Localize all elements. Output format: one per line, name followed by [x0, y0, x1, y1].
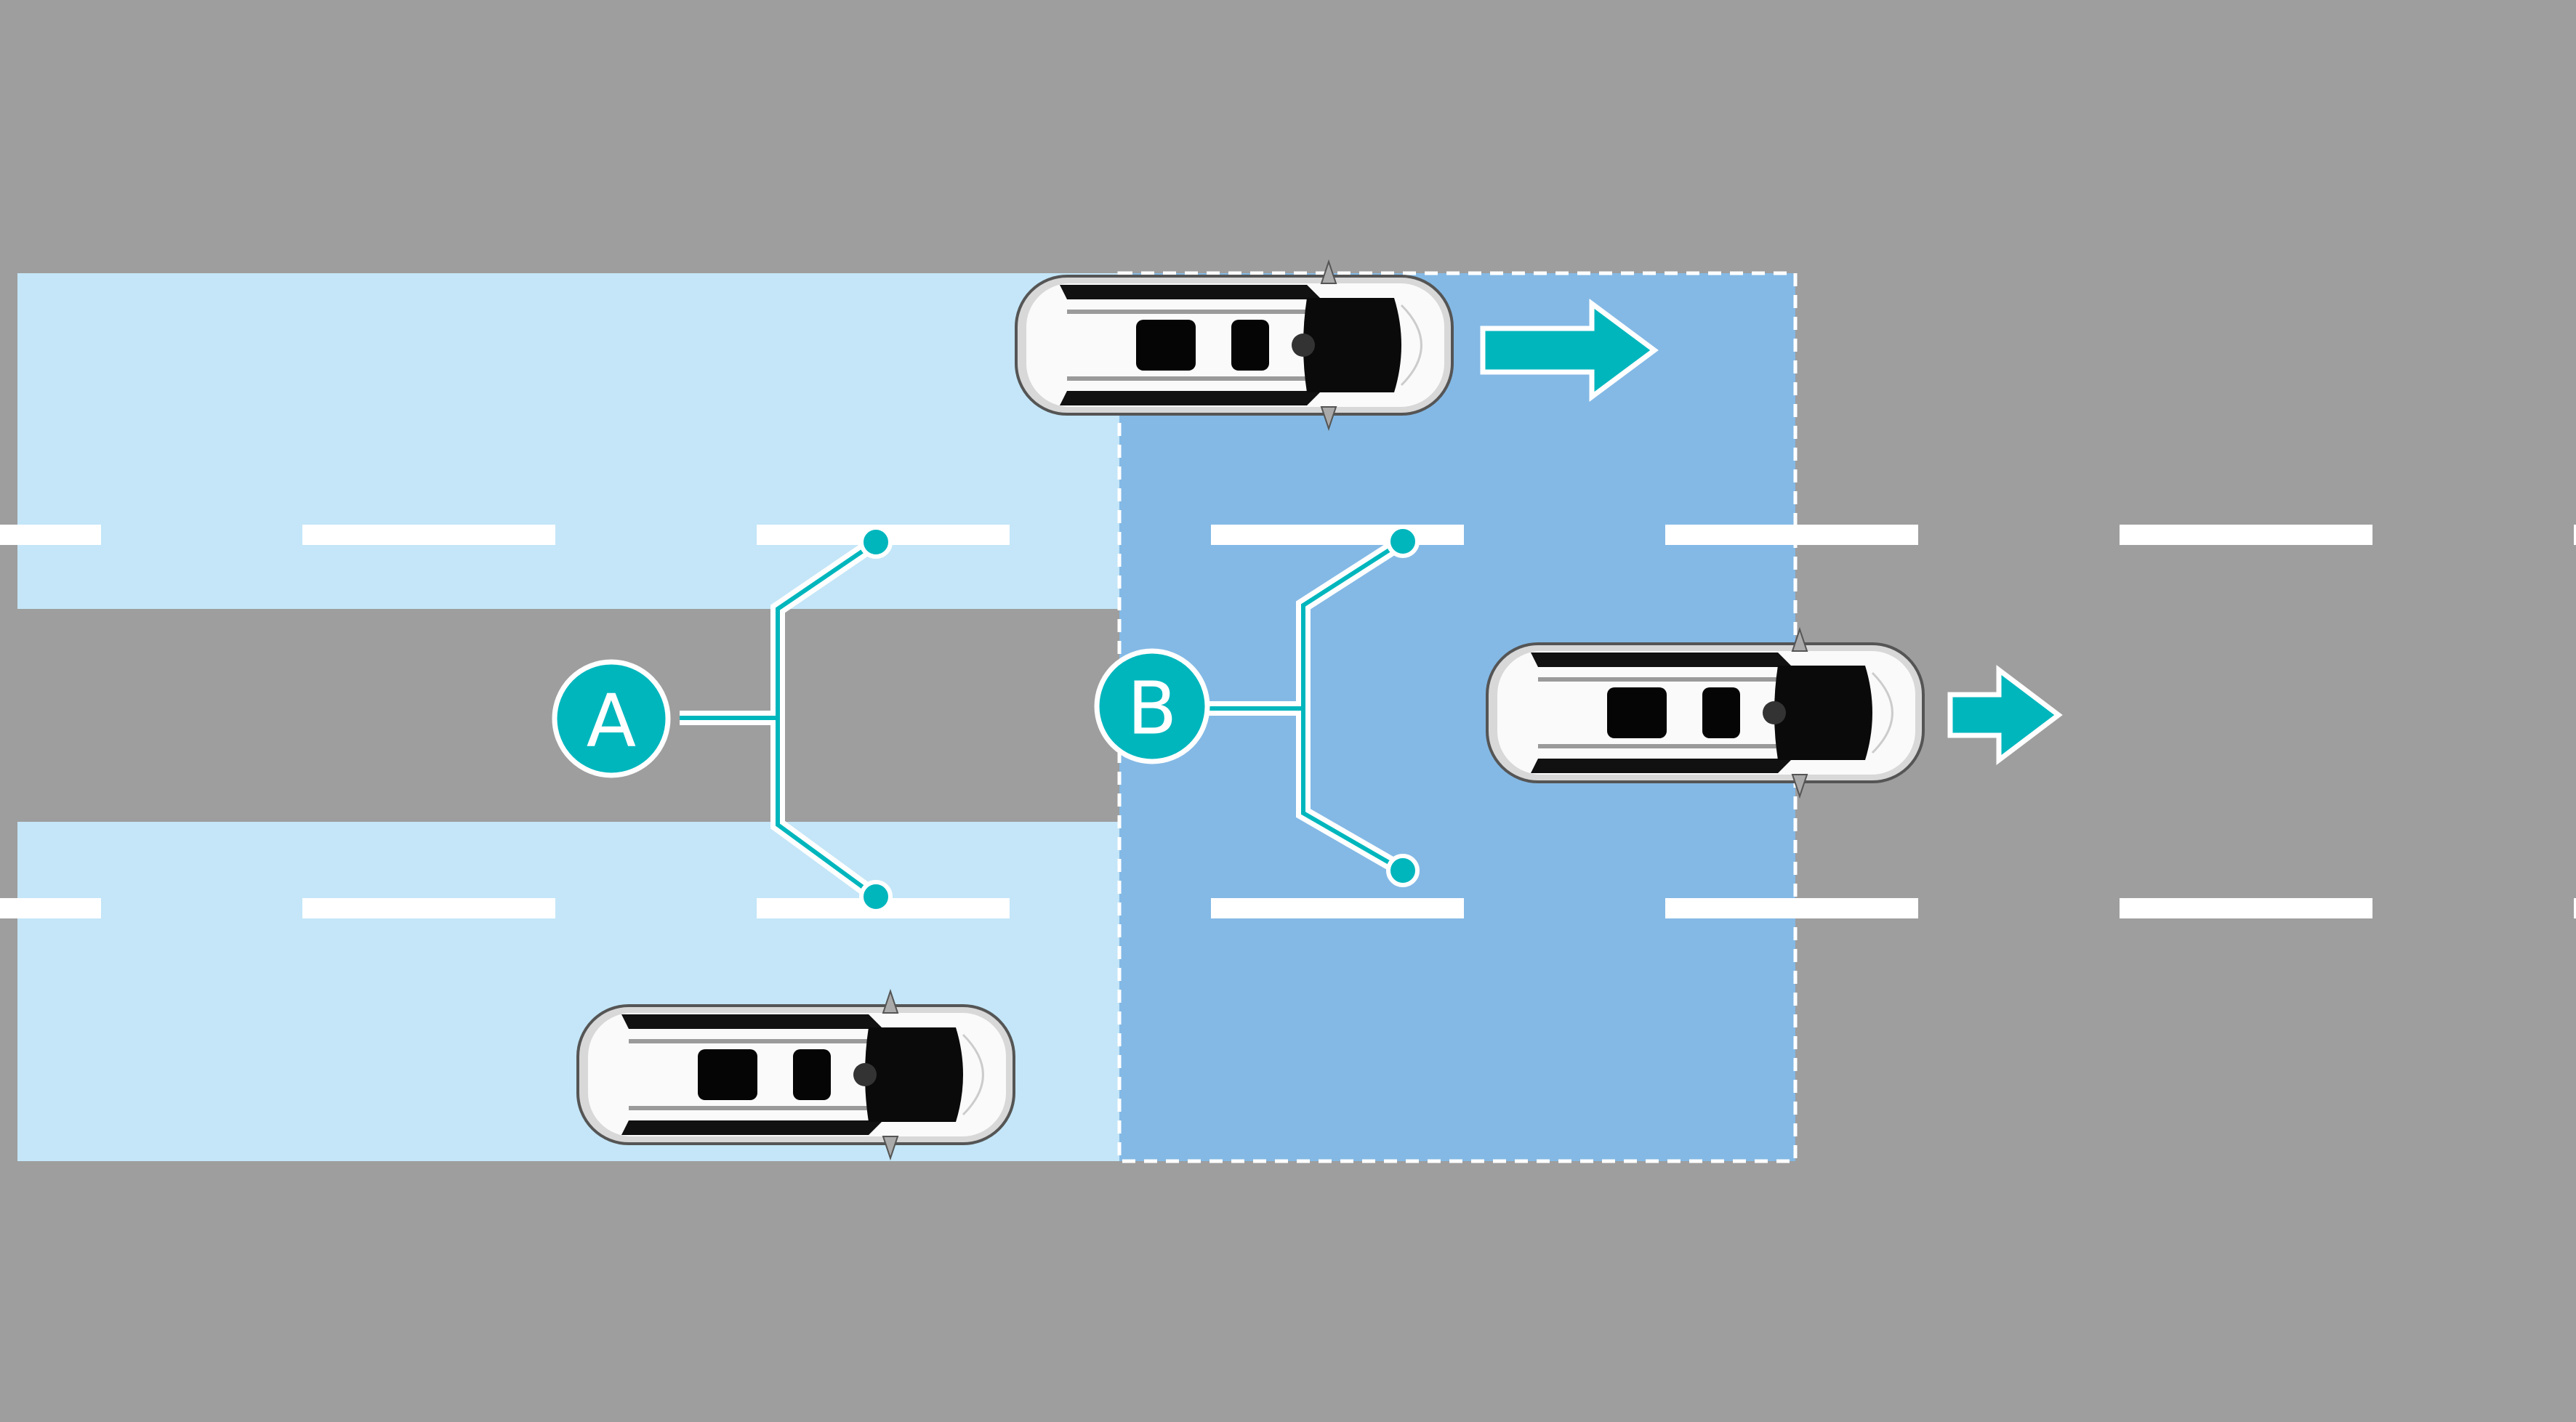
callout-a-label: A: [587, 679, 636, 764]
lane-dash: [2120, 898, 2372, 918]
lane-dash: [302, 898, 555, 918]
lane-dash: [2574, 898, 2576, 918]
arrow-right-icon: [1480, 299, 1659, 402]
car-bottom: [576, 990, 1015, 1160]
lane-dash: [1665, 525, 1918, 545]
lane-dash: [1211, 898, 1464, 918]
lane-dash: [1211, 525, 1464, 545]
lane-markings: [0, 525, 2576, 918]
lane-dash: [0, 525, 101, 545]
callout-b-badge: B: [1094, 648, 1210, 764]
endpoint-dot: [1386, 854, 1420, 887]
lane-dash: [302, 525, 555, 545]
lane-dash: [2120, 525, 2372, 545]
callout-a-bracket: [680, 525, 893, 913]
endpoint-dot: [859, 880, 893, 913]
lane-dash: [0, 898, 101, 918]
arrow-right-icon: [1947, 664, 2063, 766]
zone-a-upper-lane: [17, 273, 1119, 609]
callout-b-bracket: [1207, 525, 1420, 887]
callout-a-badge: A: [552, 659, 671, 778]
lane-dash: [2574, 525, 2576, 545]
car-top: [1015, 260, 1454, 430]
lane-dash: [1665, 898, 1918, 918]
endpoint-dot: [1386, 525, 1420, 558]
car-middle: [1486, 628, 1925, 798]
callout-b-label: B: [1127, 666, 1178, 751]
endpoint-dot: [859, 525, 893, 559]
